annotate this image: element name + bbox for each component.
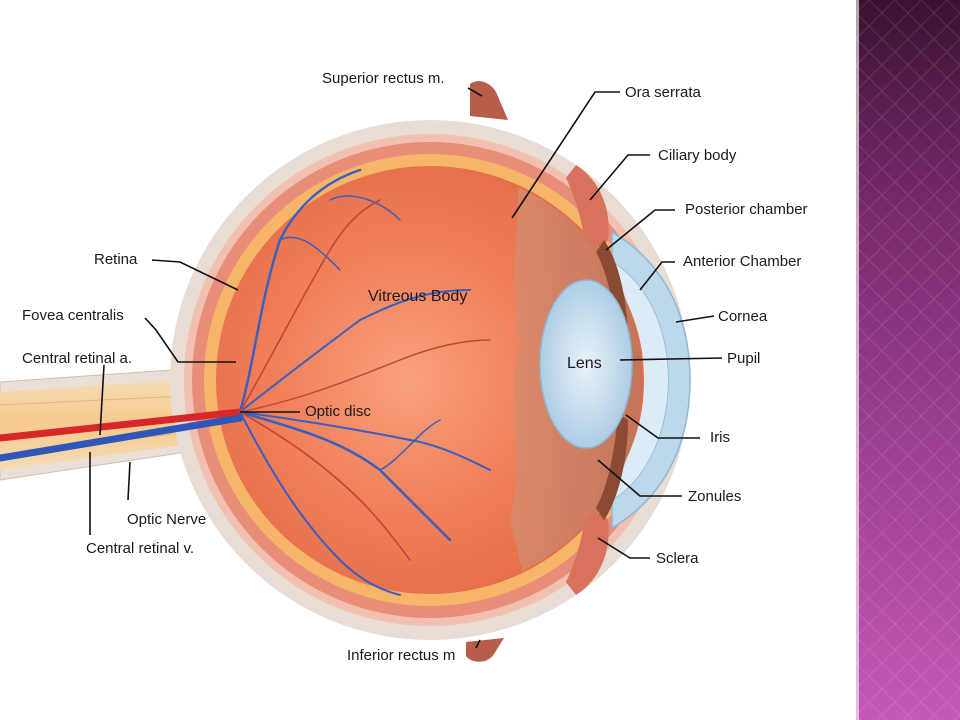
label-optic-nerve: Optic Nerve xyxy=(127,511,206,528)
anterior-chamber xyxy=(612,262,668,500)
eye-anatomy-diagram: Superior rectus m. Ora serrata Ciliary b… xyxy=(0,70,808,664)
label-ora-serrata: Ora serrata xyxy=(625,84,702,101)
ciliary-body xyxy=(566,165,609,248)
label-posterior-chamber: Posterior chamber xyxy=(685,201,808,218)
label-zonules: Zonules xyxy=(688,488,741,505)
label-inferior-rectus: Inferior rectus m xyxy=(347,647,455,664)
label-vitreous-body: Vitreous Body xyxy=(368,288,467,305)
label-cornea: Cornea xyxy=(718,308,768,325)
label-retina: Retina xyxy=(94,251,138,268)
label-central-retinal-a: Central retinal a. xyxy=(22,350,132,367)
label-anterior-chamber: Anterior Chamber xyxy=(683,253,801,270)
label-pupil: Pupil xyxy=(727,350,760,367)
lens xyxy=(539,279,633,449)
label-superior-rectus: Superior rectus m. xyxy=(322,70,445,87)
label-lens: Lens xyxy=(567,355,602,372)
retinal-vessels xyxy=(0,168,491,596)
decorative-side-band xyxy=(856,0,960,720)
leader-lines xyxy=(89,87,723,649)
label-fovea-centralis: Fovea centralis xyxy=(22,307,124,324)
superior-rectus-muscle xyxy=(470,81,508,120)
label-sclera: Sclera xyxy=(656,550,699,567)
label-optic-disc: Optic disc xyxy=(305,403,371,420)
label-central-retinal-v: Central retinal v. xyxy=(86,540,194,557)
inferior-rectus-muscle xyxy=(466,638,504,662)
label-ciliary-body: Ciliary body xyxy=(658,147,737,164)
label-iris: Iris xyxy=(710,429,730,446)
